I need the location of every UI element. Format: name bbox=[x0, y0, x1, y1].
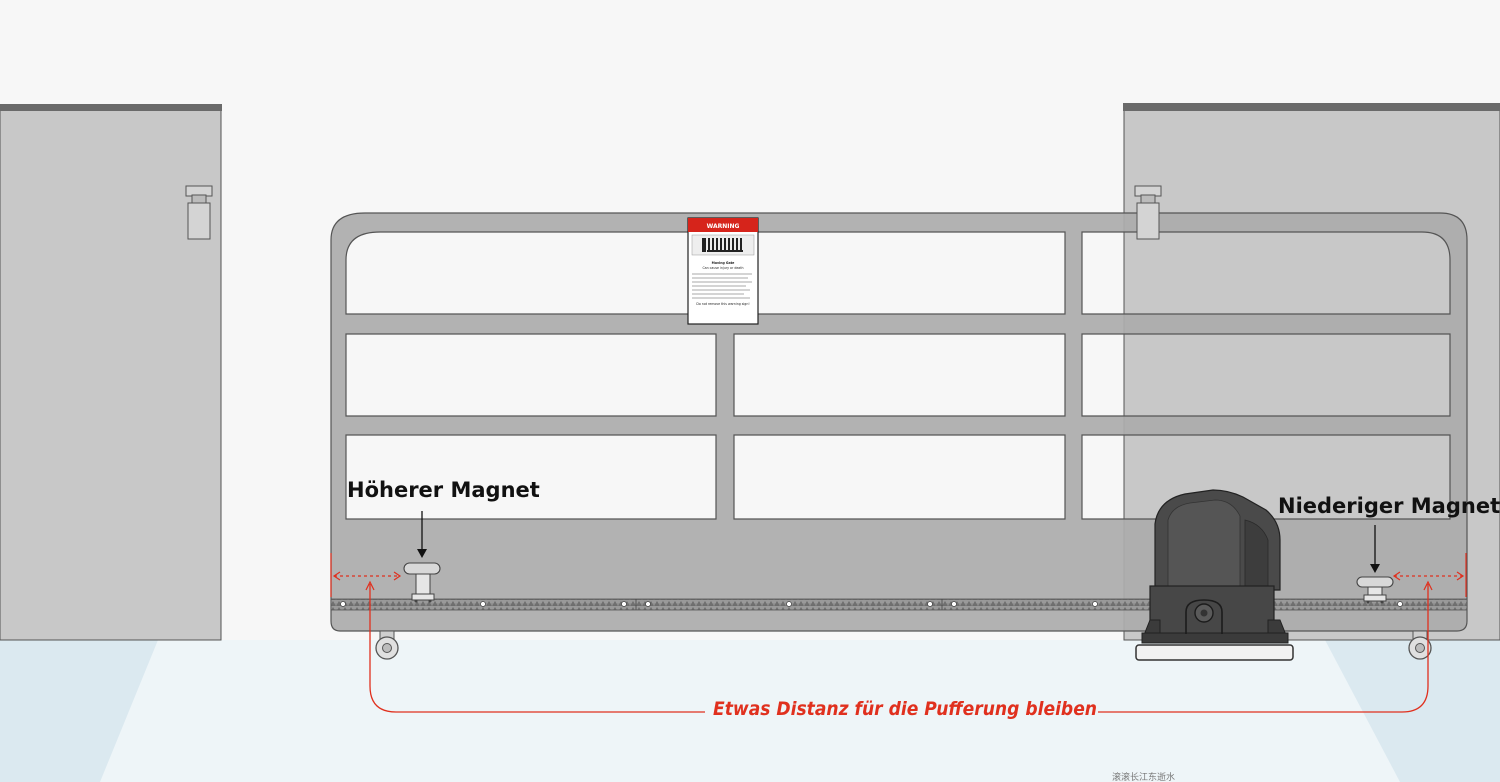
warning-sign-subtitle: Can cause injury or death bbox=[702, 266, 743, 270]
callout-connector bbox=[365, 580, 1433, 713]
higher-magnet-label: Höherer Magnet bbox=[347, 478, 540, 502]
ground bbox=[0, 640, 1500, 782]
gate-pictogram-icon bbox=[702, 238, 743, 252]
gate-guide-holder-left bbox=[185, 185, 213, 240]
arrow-down-icon bbox=[1370, 525, 1380, 573]
lower-magnet bbox=[1356, 576, 1394, 604]
warning-sign-title: Moving Gate bbox=[712, 261, 735, 265]
higher-magnet bbox=[403, 562, 441, 603]
gate-wheel-right bbox=[1408, 630, 1432, 660]
buffer-distance-right bbox=[1392, 553, 1467, 597]
left-pillar bbox=[0, 104, 222, 641]
gate-wheel-left bbox=[375, 630, 399, 660]
warning-sign-footer: Do not remove this warning sign! bbox=[696, 302, 749, 306]
warning-sign: WARNING Moving Gate Can cause injury or … bbox=[687, 217, 759, 325]
warning-sign-header: WARNING bbox=[707, 223, 740, 230]
buffer-distance-left bbox=[330, 553, 402, 597]
gear-rack bbox=[330, 598, 1468, 611]
buffer-distance-label: Etwas Distanz für die Pufferung bleiben bbox=[713, 698, 1097, 720]
watermark: 滚滚长江东逝水 bbox=[1112, 771, 1175, 782]
arrow-down-icon bbox=[417, 511, 427, 558]
lower-magnet-label: Niederiger Magnet bbox=[1278, 494, 1500, 518]
warning-sign-rules bbox=[692, 273, 752, 299]
gate-motor bbox=[1135, 489, 1294, 661]
gate-guide-holder-right bbox=[1134, 185, 1162, 240]
